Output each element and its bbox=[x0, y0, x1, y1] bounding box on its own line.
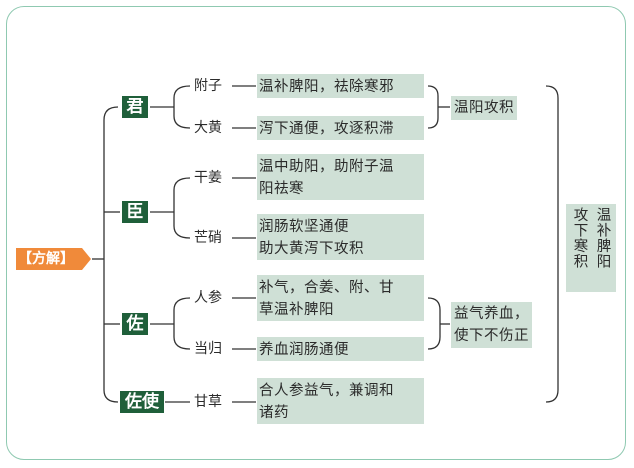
overall-summary-col1: 温补脾阳 bbox=[594, 207, 611, 269]
effect-ganjiang-line2: 阳祛寒 bbox=[259, 181, 304, 197]
herb-fuzi: 附子 bbox=[194, 78, 222, 94]
group-zuo-summary-line1: 益气养血， bbox=[454, 306, 529, 322]
role-zuo: 佐 bbox=[122, 313, 148, 335]
effect-ganjiang-line1: 温中助阳，助附子温 bbox=[259, 159, 394, 175]
effect-renshen-line2: 草温补脾阳 bbox=[259, 302, 334, 318]
effect-gancao: 合人参益气，兼调和 诸药 bbox=[257, 378, 424, 424]
herb-mangxiao: 芒硝 bbox=[194, 230, 222, 246]
effect-ganjiang: 温中助阳，助附子温 阳祛寒 bbox=[257, 154, 424, 200]
herb-renshen: 人参 bbox=[194, 290, 222, 306]
section-title-tag: 【方解】 bbox=[16, 248, 91, 270]
effect-mangxiao-line2: 助大黄泻下攻积 bbox=[259, 241, 364, 257]
effect-fuzi-text: 温补脾阳，祛除寒邪 bbox=[259, 79, 394, 95]
herb-ganjiang: 干姜 bbox=[194, 170, 222, 186]
group-jun-summary-text: 温阳攻积 bbox=[454, 100, 514, 116]
overall-summary: 温补脾阳 攻下寒积 bbox=[566, 204, 616, 292]
effect-dahuang: 泻下通便，攻逐积滞 bbox=[257, 116, 424, 140]
overall-summary-col2: 攻下寒积 bbox=[571, 207, 588, 269]
role-chen: 臣 bbox=[122, 201, 148, 223]
effect-dahuang-text: 泻下通便，攻逐积滞 bbox=[259, 121, 394, 137]
group-jun-summary: 温阳攻积 bbox=[451, 96, 517, 120]
herb-danggui: 当归 bbox=[194, 341, 222, 357]
effect-gancao-line1: 合人参益气，兼调和 bbox=[259, 383, 394, 399]
effect-danggui: 养血润肠通便 bbox=[257, 337, 424, 361]
effect-renshen: 补气，合姜、附、甘 草温补脾阳 bbox=[257, 275, 424, 321]
effect-mangxiao: 润肠软坚通便 助大黄泻下攻积 bbox=[257, 214, 424, 260]
role-jun: 君 bbox=[122, 96, 148, 118]
group-zuo-summary-line2: 使下不伤正 bbox=[454, 328, 529, 344]
role-zuoshi: 佐使 bbox=[120, 391, 164, 413]
effect-renshen-line1: 补气，合姜、附、甘 bbox=[259, 280, 394, 296]
effect-gancao-line2: 诸药 bbox=[259, 405, 289, 421]
effect-mangxiao-line1: 润肠软坚通便 bbox=[259, 219, 349, 235]
effect-fuzi: 温补脾阳，祛除寒邪 bbox=[257, 74, 424, 98]
effect-danggui-text: 养血润肠通便 bbox=[259, 342, 349, 358]
group-zuo-summary: 益气养血， 使下不伤正 bbox=[451, 302, 532, 348]
herb-gancao: 甘草 bbox=[194, 394, 222, 410]
herb-dahuang: 大黄 bbox=[194, 120, 222, 136]
